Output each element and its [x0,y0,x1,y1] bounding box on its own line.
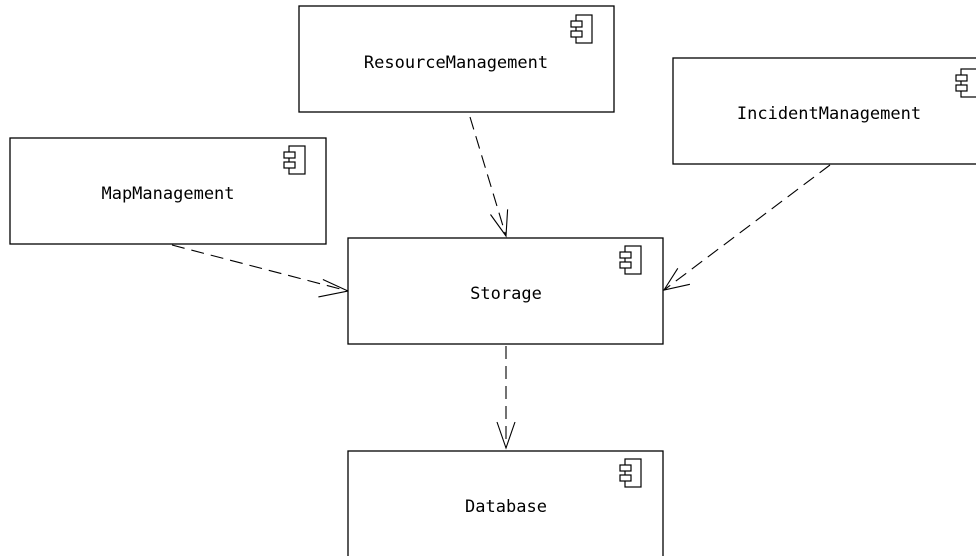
dependency-edges [171,116,831,450]
dependency-storage-to-database [496,346,516,450]
component-label: IncidentManagement [737,104,921,124]
component-storage[interactable]: Storage [347,237,664,345]
component-icon [283,145,306,175]
dependency-incident-to-storage [662,164,831,291]
component-label: MapManagement [101,184,234,204]
component-map-management[interactable]: MapManagement [9,137,327,245]
component-label: ResourceManagement [364,53,548,73]
component-icon [619,458,642,488]
component-incident-management[interactable]: IncidentManagement [672,57,976,165]
component-database[interactable]: Database [347,450,664,556]
dependency-resource-to-storage [469,116,509,238]
component-icon [619,245,642,275]
component-resource-management[interactable]: ResourceManagement [298,5,615,113]
component-icon [570,14,593,44]
component-label: Database [465,497,547,517]
component-label: Storage [470,284,542,304]
component-icon [955,68,976,98]
dependency-map-to-storage [171,244,350,298]
